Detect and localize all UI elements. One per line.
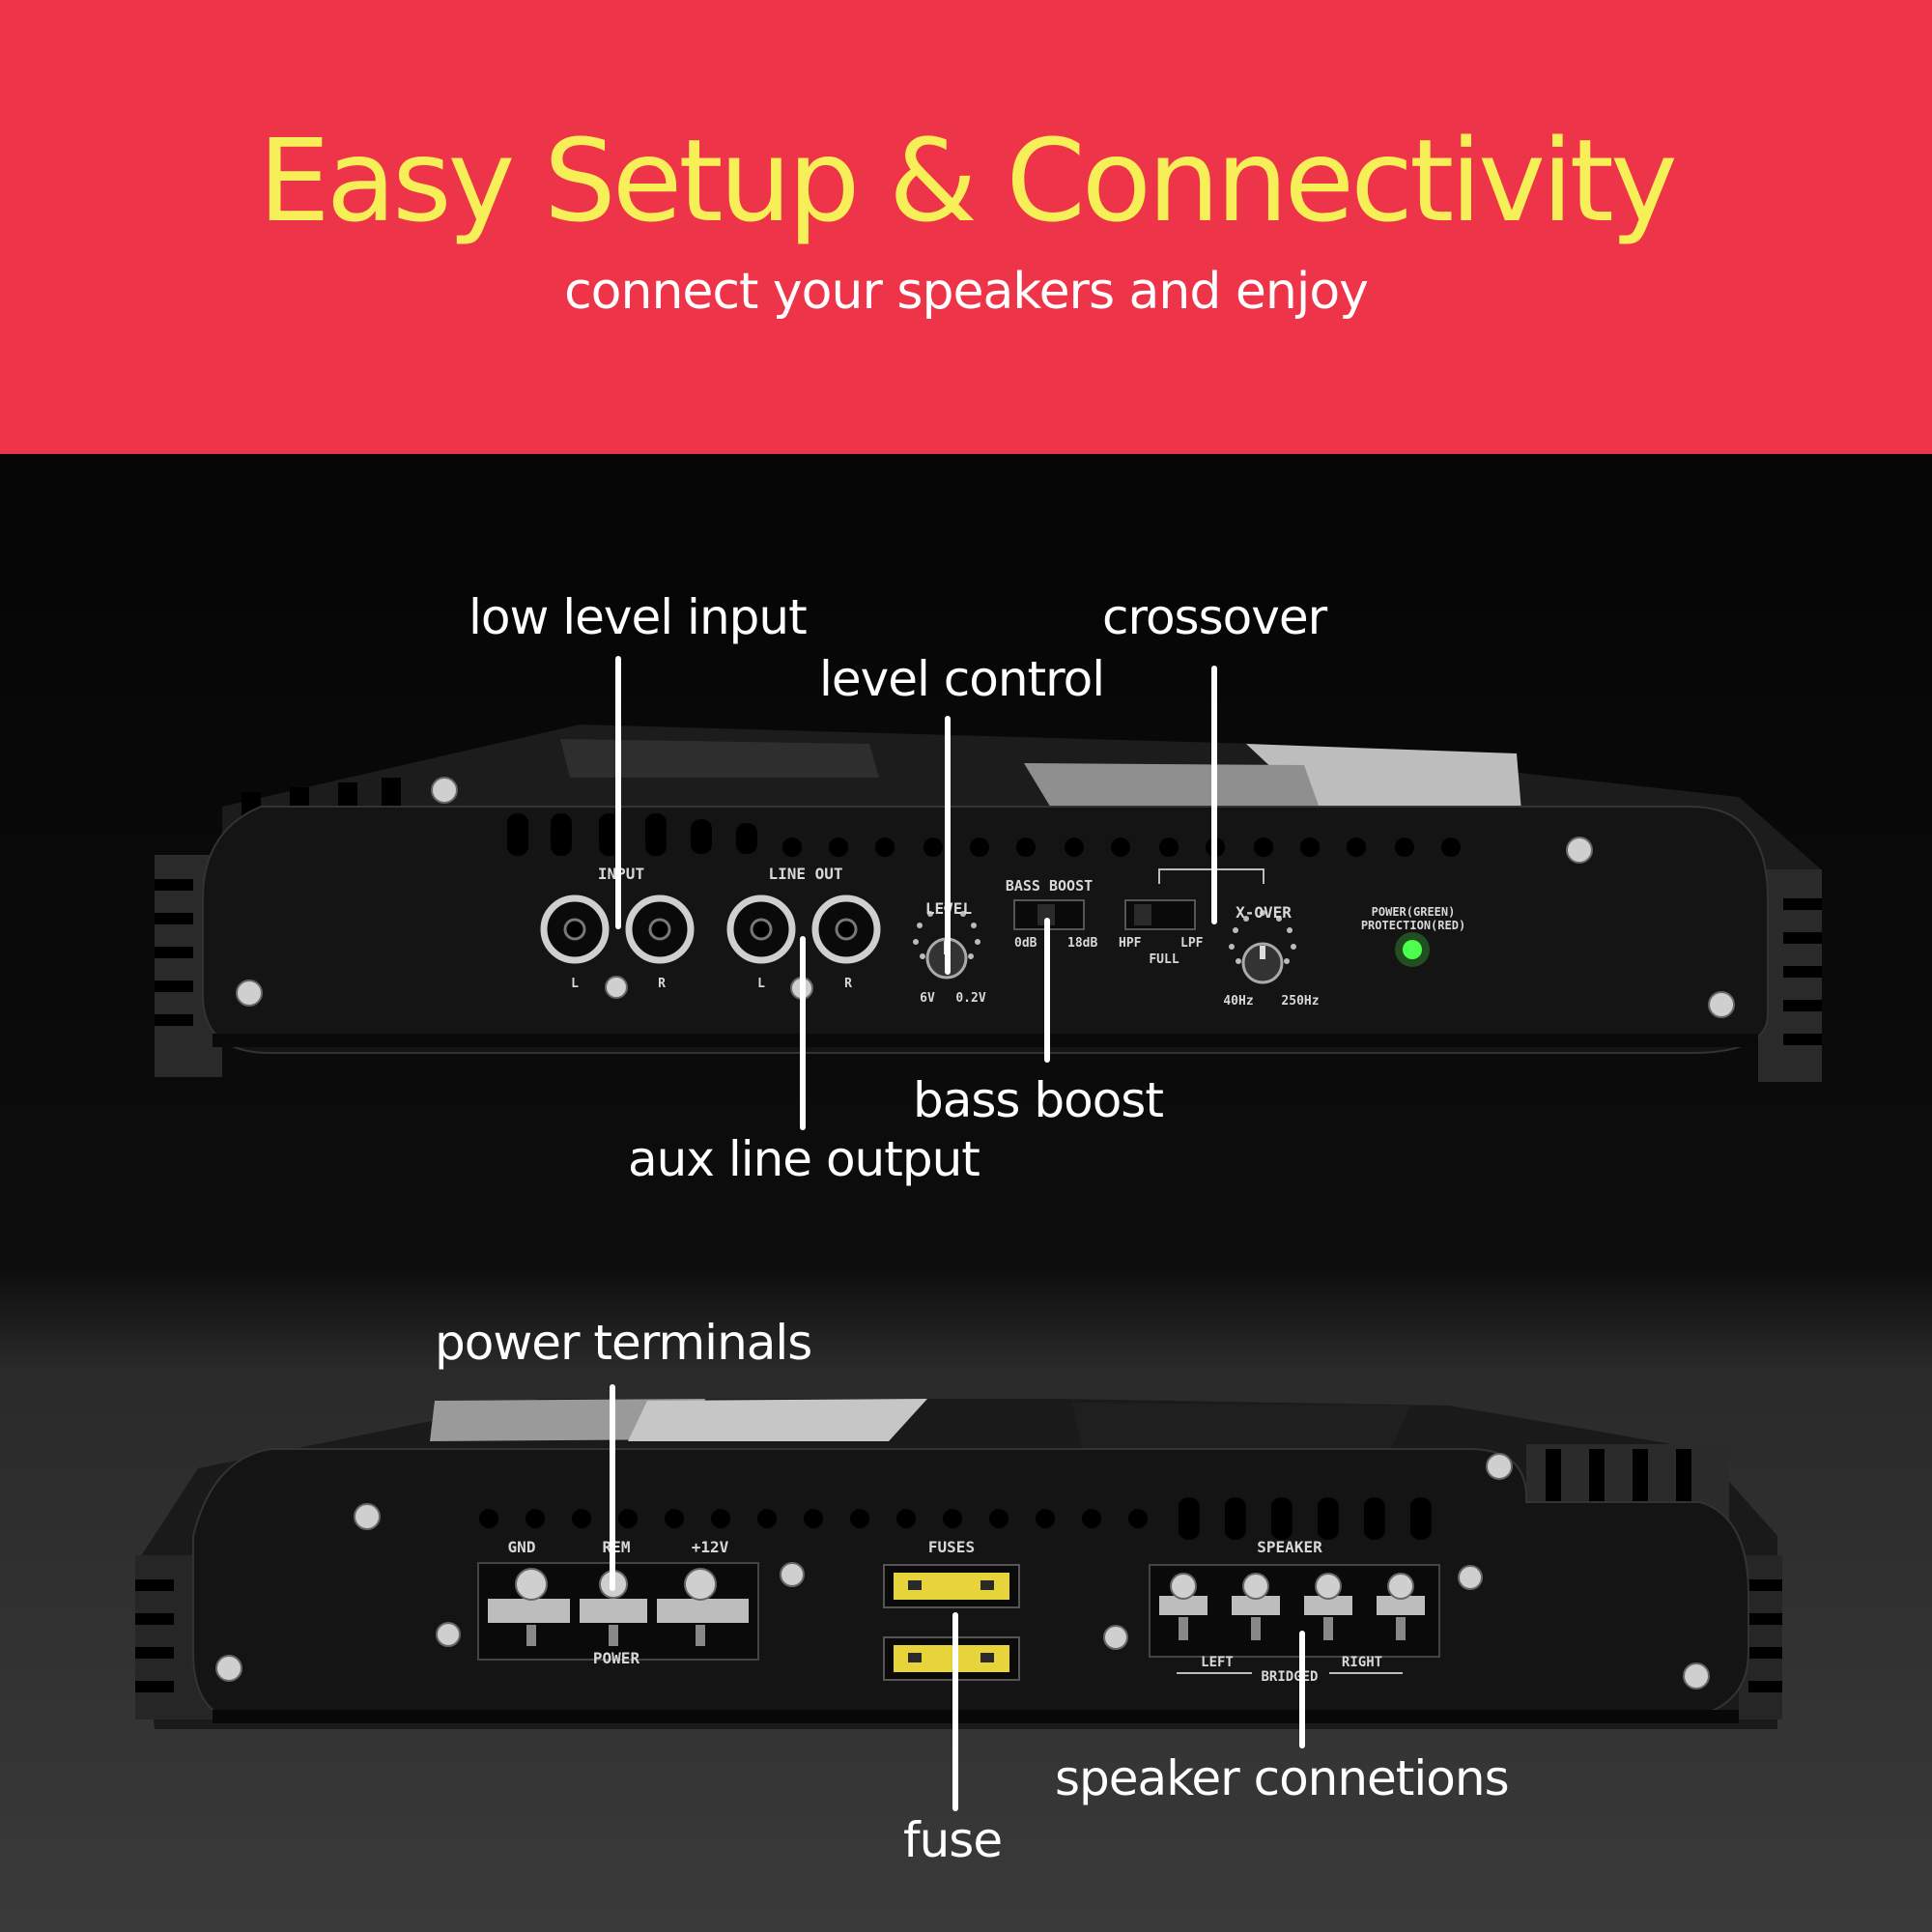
leader-level-control — [945, 716, 951, 975]
label-12v: +12V — [692, 1538, 729, 1556]
label-xover-max: 250Hz — [1281, 994, 1319, 1009]
label-led-protection: PROTECTION(RED) — [1361, 919, 1465, 932]
label-hpf: HPF — [1119, 936, 1142, 951]
fuse-holders — [883, 1564, 1020, 1681]
label-fuses: FUSES — [928, 1538, 975, 1556]
label-power: POWER — [593, 1649, 640, 1667]
rca-input-jacks — [540, 895, 695, 964]
header-banner: Easy Setup & Connectivity connect your s… — [0, 0, 1932, 454]
leader-fuse — [952, 1612, 958, 1811]
label-bass-boost: BASS BOOST — [1006, 877, 1093, 895]
label-bass-min: 0dB — [1014, 936, 1037, 951]
label-lineout-right: R — [844, 977, 852, 991]
callout-bass-boost: bass boost — [913, 1072, 1164, 1128]
label-full: FULL — [1149, 952, 1179, 967]
power-terminal-block — [477, 1562, 759, 1661]
leader-power-terminals — [610, 1384, 615, 1591]
label-bass-max: 18dB — [1067, 936, 1097, 951]
label-input-right: R — [658, 977, 666, 991]
callout-speaker-connections: speaker connetions — [1055, 1750, 1510, 1806]
callout-level-control: level control — [819, 651, 1105, 707]
leader-crossover — [1211, 666, 1217, 924]
label-level-min: 6V — [920, 991, 935, 1006]
leader-low-level-input — [615, 656, 621, 929]
label-led-power: POWER(GREEN) — [1372, 905, 1456, 919]
leader-aux-line-output — [800, 936, 806, 1130]
label-bridged: BRIDGED — [1261, 1669, 1318, 1685]
label-input-left: L — [571, 977, 579, 991]
label-lpf: LPF — [1180, 936, 1204, 951]
label-line-out: LINE OUT — [768, 865, 842, 883]
label-gnd: GND — [508, 1538, 536, 1556]
rca-line-out-jacks — [726, 895, 881, 964]
label-rem: REM — [603, 1538, 631, 1556]
label-speaker: SPEAKER — [1257, 1538, 1322, 1556]
callout-fuse: fuse — [903, 1812, 1003, 1868]
label-input: INPUT — [598, 865, 644, 883]
speaker-terminal-block — [1149, 1564, 1440, 1658]
callout-crossover: crossover — [1102, 589, 1327, 645]
xover-knob — [1229, 910, 1296, 984]
rear-amplifier: GND REM +12V POWER FUSES SPEAKER LEFT RI… — [135, 1399, 1782, 1729]
power-led — [1403, 940, 1422, 959]
label-lineout-left: L — [757, 977, 765, 991]
label-right: RIGHT — [1342, 1655, 1382, 1670]
label-xover-min: 40Hz — [1223, 994, 1253, 1009]
label-level-max: 0.2V — [955, 991, 985, 1006]
page-subtitle: connect your speakers and enjoy — [564, 263, 1369, 321]
page-title: Easy Setup & Connectivity — [258, 114, 1678, 247]
callout-aux-line-output: aux line output — [628, 1131, 980, 1187]
label-left: LEFT — [1201, 1655, 1234, 1670]
callout-power-terminals: power terminals — [435, 1315, 812, 1371]
amplifier-photo: INPUT LINE OUT L R L R LEVEL 6V 0.2V BAS… — [0, 454, 1932, 1932]
leader-bass-boost — [1044, 918, 1050, 1063]
label-xover: X-OVER — [1236, 903, 1292, 922]
amplifier-illustration: INPUT LINE OUT L R L R LEVEL 6V 0.2V BAS… — [0, 454, 1932, 1932]
callout-low-level-input: low level input — [469, 589, 808, 645]
leader-speaker-connections — [1299, 1631, 1305, 1748]
